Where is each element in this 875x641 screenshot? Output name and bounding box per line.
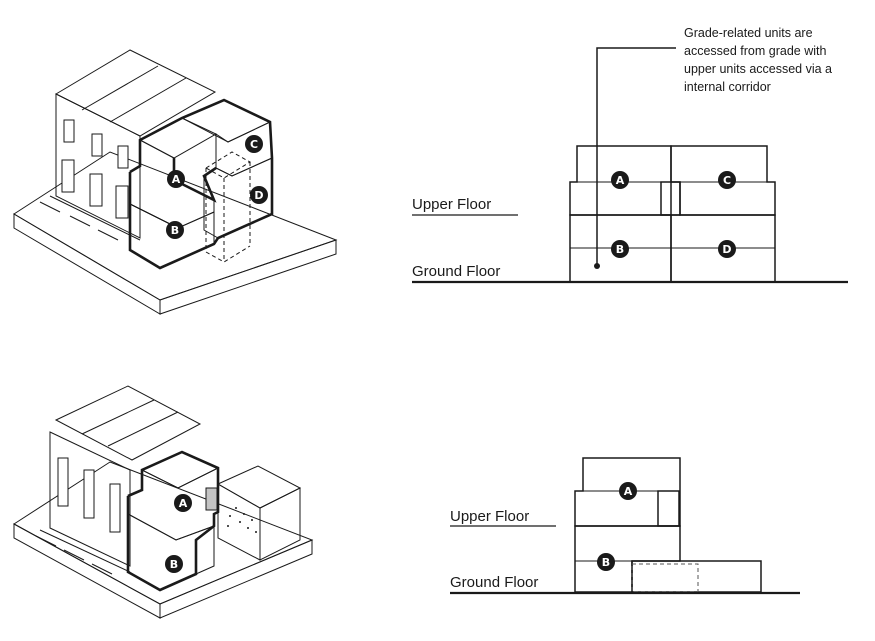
- svg-text:A: A: [624, 485, 633, 498]
- svg-text:internal corridor: internal corridor: [684, 80, 771, 94]
- section2-open-space: [631, 560, 762, 593]
- iso-bottom-badge-b: B: [165, 555, 183, 573]
- courtyard-texture: [227, 507, 257, 533]
- svg-text:D: D: [722, 243, 731, 256]
- iso-bottom-badge-a: A: [174, 494, 192, 512]
- annotation-leader: [596, 47, 676, 266]
- section-bottom-badge-a: A: [619, 482, 637, 500]
- svg-text:A: A: [179, 497, 188, 510]
- site-base-side: [159, 239, 337, 315]
- isometric-view-bottom: A B: [13, 385, 314, 619]
- upper-floor-label: Upper Floor: [412, 196, 491, 213]
- iso-top-badge-b: B: [166, 221, 184, 239]
- annotation-leader-dot: [594, 263, 600, 269]
- svg-text:B: B: [602, 556, 610, 569]
- section2-corridor: [657, 490, 680, 527]
- rowhouse-facade: [55, 93, 141, 239]
- section-top-badge-d: D: [718, 240, 736, 258]
- iso2-corridor: [205, 487, 218, 511]
- svg-text:A: A: [172, 173, 181, 186]
- rowhouse-windows: [39, 119, 141, 241]
- section-view-top: Upper Floor Ground Floor Grade-related u…: [412, 26, 848, 284]
- section2-dashed-space: [631, 563, 699, 593]
- svg-text:Grade-related units are: Grade-related units are: [684, 26, 813, 40]
- courtyard-top: [216, 465, 302, 509]
- svg-text:B: B: [170, 558, 178, 571]
- section-top-badge-c: C: [718, 171, 736, 189]
- iso-top-badge-c: C: [245, 135, 263, 153]
- svg-text:C: C: [723, 174, 731, 187]
- iso-building-outline: [128, 98, 274, 270]
- svg-text:B: B: [616, 243, 624, 256]
- iso2-unit-a-top: [140, 451, 220, 489]
- iso2-building-outline: [126, 450, 220, 592]
- section-bottom-badge-b: B: [597, 553, 615, 571]
- ground-floor-label: Ground Floor: [412, 263, 500, 280]
- rowhouse-facade-2: [49, 431, 131, 567]
- iso-top-badge-d: D: [250, 186, 268, 204]
- site-base-edge: [13, 213, 161, 315]
- iso-unit-a-top: [138, 117, 218, 159]
- courtyard-side: [259, 487, 301, 561]
- svg-text:A: A: [616, 174, 625, 187]
- rowhouse-roof-2: [54, 385, 202, 461]
- iso-unit-c-front: [215, 121, 273, 177]
- site-base-2-edge: [13, 523, 161, 619]
- svg-text:accessed from grade with: accessed from grade with: [684, 44, 826, 58]
- section-view-bottom: Upper Floor Ground Floor A B: [450, 457, 800, 595]
- svg-text:C: C: [250, 138, 258, 151]
- site-base-2-side: [159, 539, 313, 619]
- ground-floor-label-2: Ground Floor: [450, 574, 538, 591]
- svg-text:upper units accessed via a: upper units accessed via a: [684, 62, 832, 76]
- svg-text:D: D: [254, 189, 263, 202]
- iso-top-badge-a: A: [167, 170, 185, 188]
- svg-text:B: B: [171, 224, 179, 237]
- section-top-badge-b: B: [611, 240, 629, 258]
- upper-floor-label-2: Upper Floor: [450, 508, 529, 525]
- section2-unit-b: [574, 525, 681, 593]
- rowhouse-windows-2: [35, 457, 131, 575]
- isometric-view-top: A B C D: [13, 49, 338, 315]
- section-top-badge-a: A: [611, 171, 629, 189]
- annotation-text: Grade-related units are accessed from gr…: [684, 26, 832, 94]
